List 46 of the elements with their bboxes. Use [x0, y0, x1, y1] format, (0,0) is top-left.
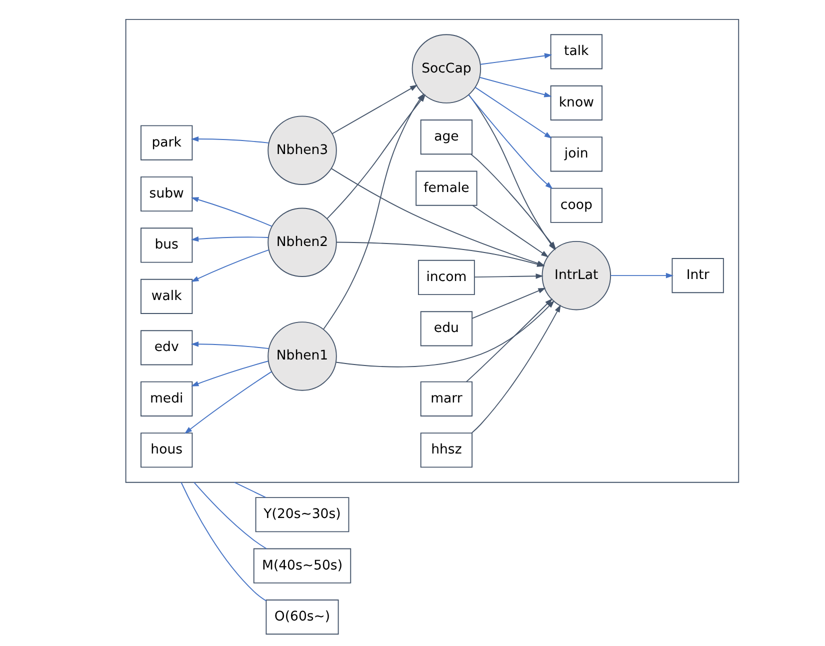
arrow [190, 197, 272, 227]
arrow [478, 76, 552, 98]
node-box: marr [420, 381, 472, 416]
node-box: hous [140, 432, 192, 468]
node-box: M(40s~50s) [252, 548, 351, 584]
arrow [184, 371, 272, 434]
connector [180, 482, 266, 602]
node-box: medi [140, 381, 192, 416]
node-circle: Nbhen1 [267, 322, 336, 391]
arrow [468, 94, 552, 189]
node-box: hhsz [420, 432, 472, 468]
node-box: subw [140, 176, 192, 212]
node-box: edu [420, 311, 472, 346]
node-box: walk [140, 278, 192, 314]
arrow [190, 236, 268, 242]
arrow [610, 272, 674, 278]
arrow [190, 341, 269, 350]
node-circle: Nbhen3 [267, 116, 336, 185]
arrow [474, 274, 543, 279]
arrow [470, 304, 560, 434]
arrow [190, 249, 269, 282]
node-box: park [140, 125, 192, 160]
node-box: talk [550, 34, 602, 70]
connector [193, 482, 267, 550]
node-box: coop [550, 188, 602, 223]
node-box: female [415, 170, 477, 206]
node-box: edv [140, 330, 192, 366]
connector [233, 482, 266, 498]
arrow [474, 86, 552, 138]
node-box: Y(20s~30s) [254, 497, 349, 532]
arrow [331, 84, 418, 134]
cluster [124, 18, 739, 483]
node-box: age [420, 120, 472, 155]
node-box: O(60s~) [265, 600, 338, 635]
node-circle: Nbhen2 [267, 208, 336, 277]
node-box: join [550, 136, 602, 172]
node-box: incom [417, 260, 474, 296]
arrow [190, 360, 268, 386]
arrow [472, 205, 548, 258]
arrow [465, 298, 552, 382]
node-box: Intr [671, 258, 724, 294]
node-box: know [550, 85, 602, 120]
node-box: bus [140, 228, 192, 263]
arrow [471, 288, 546, 319]
arrow [479, 53, 552, 65]
arrow [190, 136, 269, 144]
